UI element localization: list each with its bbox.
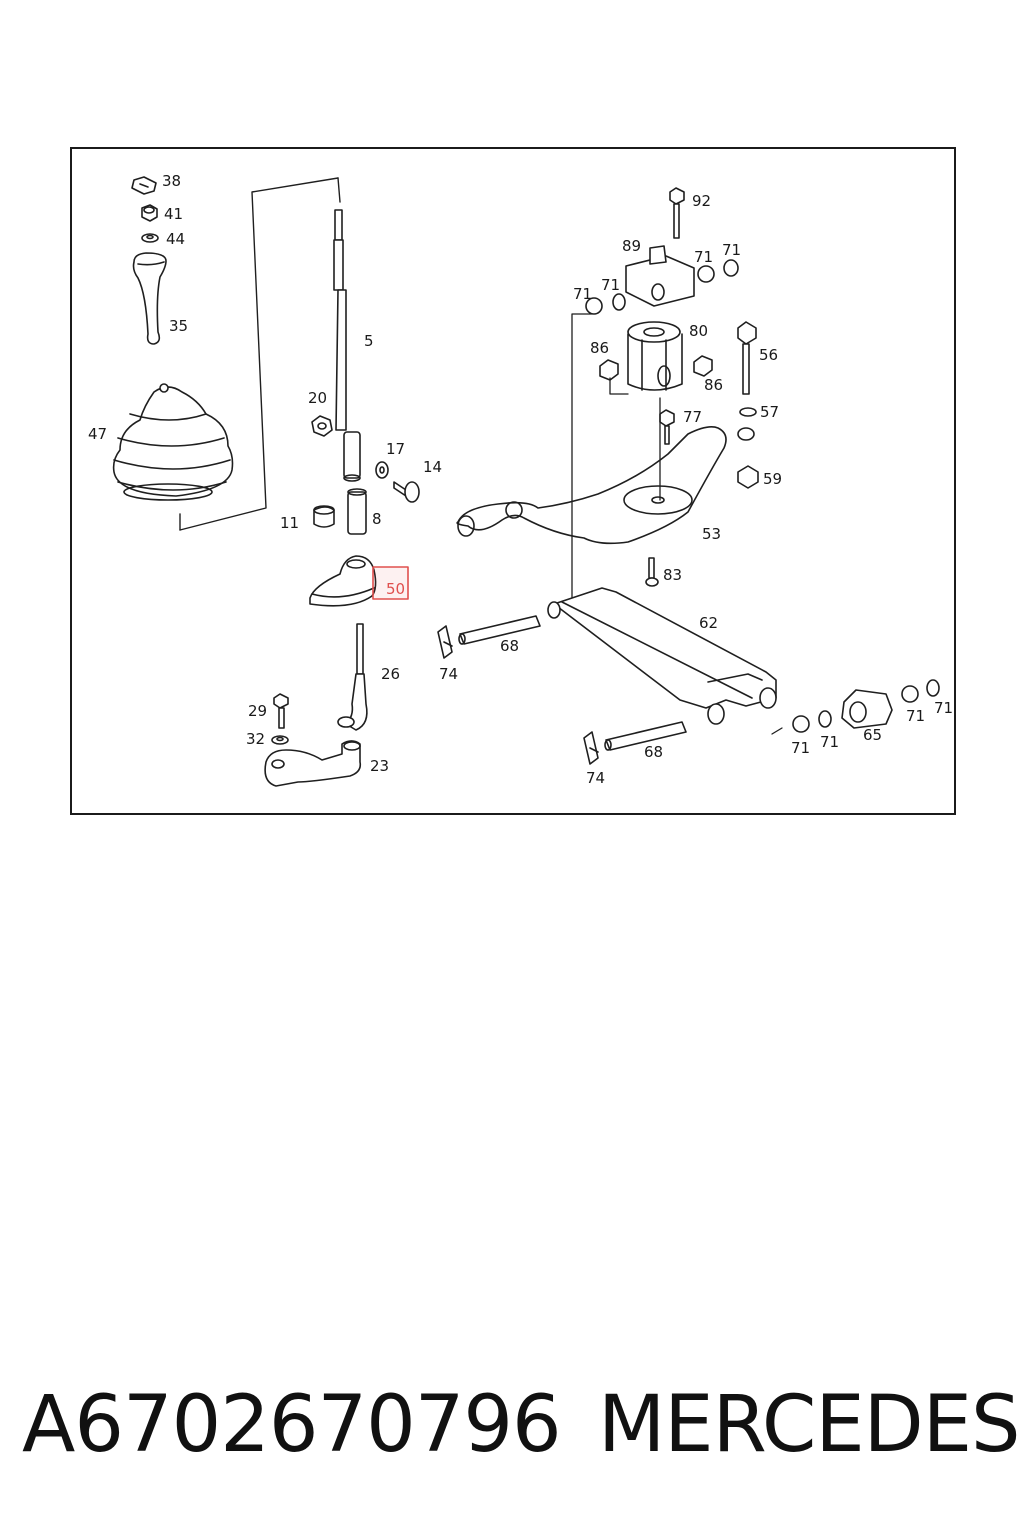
brand-name: MERCEDES bbox=[598, 1380, 1020, 1470]
part-8-sleeve bbox=[347, 488, 367, 535]
part-83-bolt bbox=[645, 557, 659, 587]
part-71-bushing-g bbox=[901, 685, 919, 703]
part-71-bushing-h bbox=[926, 679, 940, 697]
assembly-bracket bbox=[179, 177, 341, 531]
part-53-crossmember bbox=[456, 426, 755, 545]
part-89-mount bbox=[625, 245, 695, 307]
label-68-a: 68 bbox=[500, 637, 519, 655]
part-number: A6702670796 bbox=[22, 1380, 562, 1470]
label-8: 8 bbox=[372, 510, 382, 528]
assembly-lines bbox=[571, 313, 661, 599]
part-50-dust-cover bbox=[309, 555, 377, 607]
part-11-bushing bbox=[313, 505, 335, 528]
label-71-b: 71 bbox=[722, 241, 741, 259]
label-86-b: 86 bbox=[704, 376, 723, 394]
part-14-bolt bbox=[393, 481, 420, 503]
part-80-housing bbox=[627, 321, 683, 391]
part-74-clip-b bbox=[583, 731, 599, 765]
label-80: 80 bbox=[689, 322, 708, 340]
part-23-shift-arm bbox=[264, 740, 362, 787]
part-71-bushing-b bbox=[612, 293, 626, 311]
label-62: 62 bbox=[699, 614, 718, 632]
label-14: 14 bbox=[423, 458, 442, 476]
label-71-h: 71 bbox=[934, 699, 953, 717]
label-26: 26 bbox=[381, 665, 400, 683]
part-17-washer bbox=[375, 461, 389, 479]
exploded-parts-diagram: 38 41 44 35 47 5 20 17 14 11 8 50 26 29 … bbox=[70, 147, 956, 815]
label-17: 17 bbox=[386, 440, 405, 458]
part-32-washer bbox=[271, 735, 289, 745]
part-29-bolt bbox=[273, 693, 289, 729]
part-92-bolt bbox=[669, 187, 685, 239]
label-57: 57 bbox=[760, 403, 779, 421]
label-50: 50 bbox=[386, 580, 405, 598]
part-41-nut bbox=[141, 204, 158, 222]
part-35-shift-knob bbox=[132, 252, 167, 345]
label-77: 77 bbox=[683, 408, 702, 426]
label-59: 59 bbox=[763, 470, 782, 488]
label-44: 44 bbox=[166, 230, 185, 248]
part-62-bracket bbox=[547, 587, 777, 725]
label-5: 5 bbox=[364, 332, 374, 350]
part-77-bolt bbox=[659, 409, 675, 445]
label-68-b: 68 bbox=[644, 743, 663, 761]
label-47: 47 bbox=[88, 425, 107, 443]
part-38-clip bbox=[131, 176, 157, 195]
label-35: 35 bbox=[169, 317, 188, 335]
part-86-nut-b bbox=[693, 355, 713, 377]
label-38: 38 bbox=[162, 172, 181, 190]
label-29: 29 bbox=[248, 702, 267, 720]
part-71-bushing-d bbox=[723, 259, 739, 277]
part-47-shift-boot bbox=[112, 383, 234, 501]
label-71-d: 71 bbox=[601, 276, 620, 294]
part-20-nut bbox=[311, 415, 333, 437]
label-53: 53 bbox=[702, 525, 721, 543]
part-86-nut-a bbox=[599, 359, 619, 381]
label-83: 83 bbox=[663, 566, 682, 584]
part-56-bolt bbox=[737, 321, 757, 395]
label-56: 56 bbox=[759, 346, 778, 364]
part-59-nut bbox=[737, 465, 759, 489]
label-71-f: 71 bbox=[820, 733, 839, 751]
part-74-clip-a bbox=[437, 625, 453, 659]
part-68-pin-a bbox=[458, 615, 541, 645]
label-71-g: 71 bbox=[906, 707, 925, 725]
part-68-pin-b bbox=[604, 721, 687, 751]
label-74-b: 74 bbox=[586, 769, 605, 787]
label-74-a: 74 bbox=[439, 665, 458, 683]
part-57-washer bbox=[739, 407, 757, 417]
label-20: 20 bbox=[308, 389, 327, 407]
part-44-washer bbox=[141, 233, 159, 243]
label-32: 32 bbox=[246, 730, 265, 748]
part-71-bushing-a bbox=[585, 297, 603, 315]
highlight-box-part-50 bbox=[372, 566, 409, 600]
label-86-a: 86 bbox=[590, 339, 609, 357]
label-41: 41 bbox=[164, 205, 183, 223]
label-89: 89 bbox=[622, 237, 641, 255]
part-71-bushing-e bbox=[792, 715, 810, 733]
label-11: 11 bbox=[280, 514, 299, 532]
label-92: 92 bbox=[692, 192, 711, 210]
label-71-c: 71 bbox=[573, 285, 592, 303]
label-23: 23 bbox=[370, 757, 389, 775]
part-71-bushing-c bbox=[697, 265, 715, 283]
part-5-shift-lever bbox=[333, 209, 361, 482]
part-65-mount bbox=[841, 689, 893, 729]
label-71-e: 71 bbox=[791, 739, 810, 757]
label-71-a: 71 bbox=[694, 248, 713, 266]
part-26-shift-rod bbox=[337, 623, 368, 731]
label-65: 65 bbox=[863, 726, 882, 744]
part-71-bushing-f bbox=[818, 710, 832, 728]
